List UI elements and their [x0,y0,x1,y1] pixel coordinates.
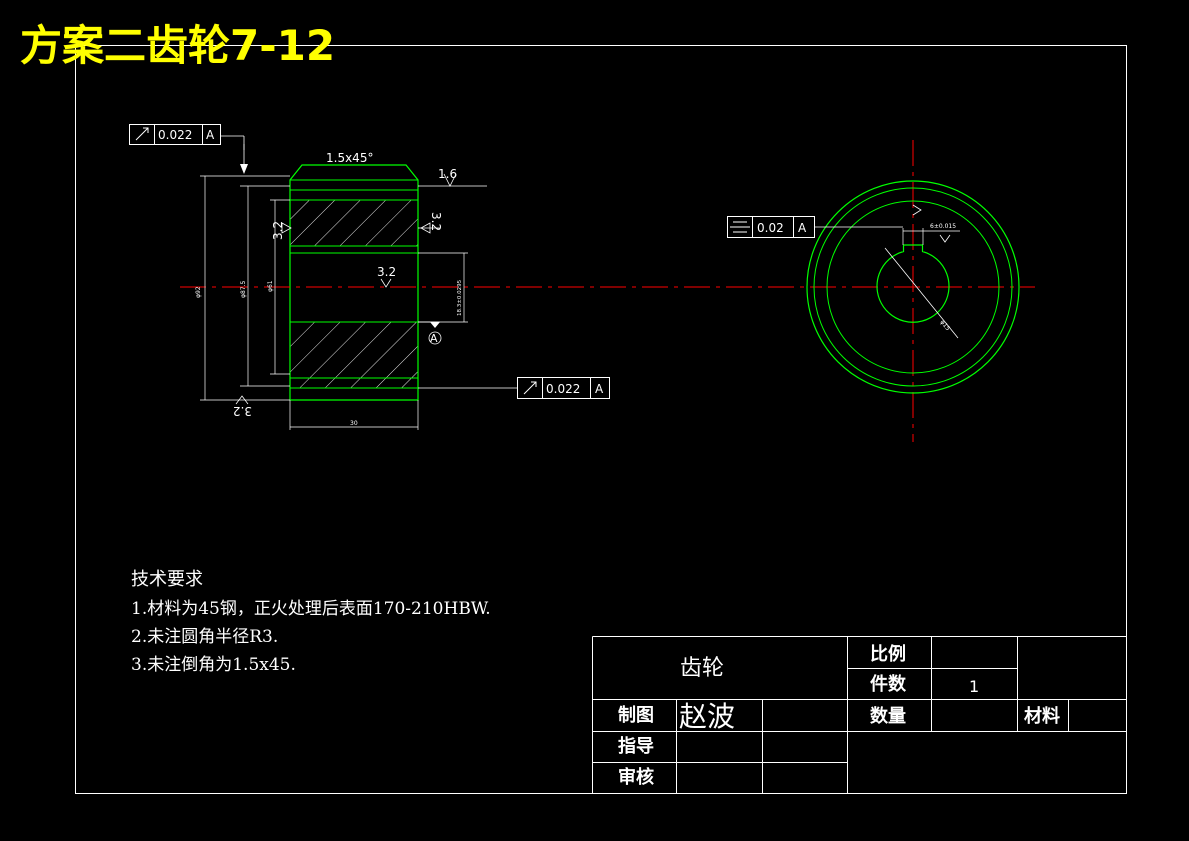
runout-icon [135,127,149,141]
gear-hub-circle [826,200,1000,374]
side-view: 1.5x45° 1.6 3.2 3.2 3.2 3.2 A [129,124,1035,430]
front-view: 6±0.015 φ15 0.02 A [727,140,1020,442]
bore-dim: φ15 [938,319,951,333]
runout-bottom-datum: A [595,382,604,396]
dim-hub-dia: φ61 [267,280,274,292]
roughness-symbol [939,234,951,243]
roughness-outer: 1.6 [438,167,457,181]
symmetry-tolerance: 0.02 [757,221,784,235]
dim-bore: 18.3±0.0295 [457,279,463,316]
runout-bottom-tolerance: 0.022 [546,382,580,396]
tech-item: 1.材料为45钢，正火处理后表面170-210HBW. [131,599,491,619]
runout-frame-top: 0.022 A [129,124,221,145]
runout-top-tolerance: 0.022 [158,128,192,142]
tech-heading: 技术要求 [131,569,203,590]
runout-frame-bottom: 0.022 A [517,377,610,399]
bore-leader [884,247,959,339]
title-block [592,636,1126,793]
sheet-border [75,45,1127,794]
material-label: 材料 [1024,705,1060,727]
roughness-right: 3.2 [429,212,443,231]
runout-icon [523,381,537,395]
dim-root-dia: φ87.5 [240,281,247,299]
part-name: 齿轮 [680,656,724,681]
tech-item: 2.未注圆角半径R3. [131,627,278,647]
gear-pitch-circle [813,187,1013,387]
roughness-left: 3.2 [271,221,285,240]
quantity-label: 数量 [870,705,906,727]
drawing-title: 方案二齿轮7-12 [20,21,335,70]
hatch-top [289,199,419,247]
drawn-by: 赵波 [679,700,735,733]
drawn-label: 制图 [618,705,654,726]
arrow-head [240,164,248,174]
dim-width: 30 [350,420,358,427]
roughness-symbol [443,173,457,187]
symmetry-datum: A [798,221,807,235]
datum-marker: A [430,332,438,345]
keyway-dim: 6±0.015 [930,223,956,230]
checked-label: 审核 [618,766,654,788]
tech-item: 3.未注倒角为1.5x45. [131,655,296,675]
count-label: 件数 [870,673,907,695]
symmetry-frame: 0.02 A [727,216,815,238]
roughness-symbol [235,395,249,405]
roughness-symbol [380,278,392,288]
datum-triangle [430,322,440,328]
scale-label: 比例 [870,643,906,665]
roughness-center: 3.2 [377,265,396,279]
dim-outer-dia: φ92 [195,286,202,298]
tech-requirements: 技术要求 1.材料为45钢，正火处理后表面170-210HBW. 2.未注圆角半… [131,569,491,675]
runout-top-datum: A [206,128,215,142]
chamfer-label: 1.5x45° [326,151,373,165]
roughness-symbol [912,204,922,216]
roughness-bottom: 3.2 [233,404,252,418]
roughness-symbol [281,222,292,234]
runout-icon [531,381,537,387]
runout-icon [143,127,149,133]
guided-label: 指导 [618,735,654,757]
datum-circle [428,331,442,345]
bore-keyway [876,244,950,323]
gear-outer-circle [806,180,1020,394]
count-value: 1 [969,677,979,696]
